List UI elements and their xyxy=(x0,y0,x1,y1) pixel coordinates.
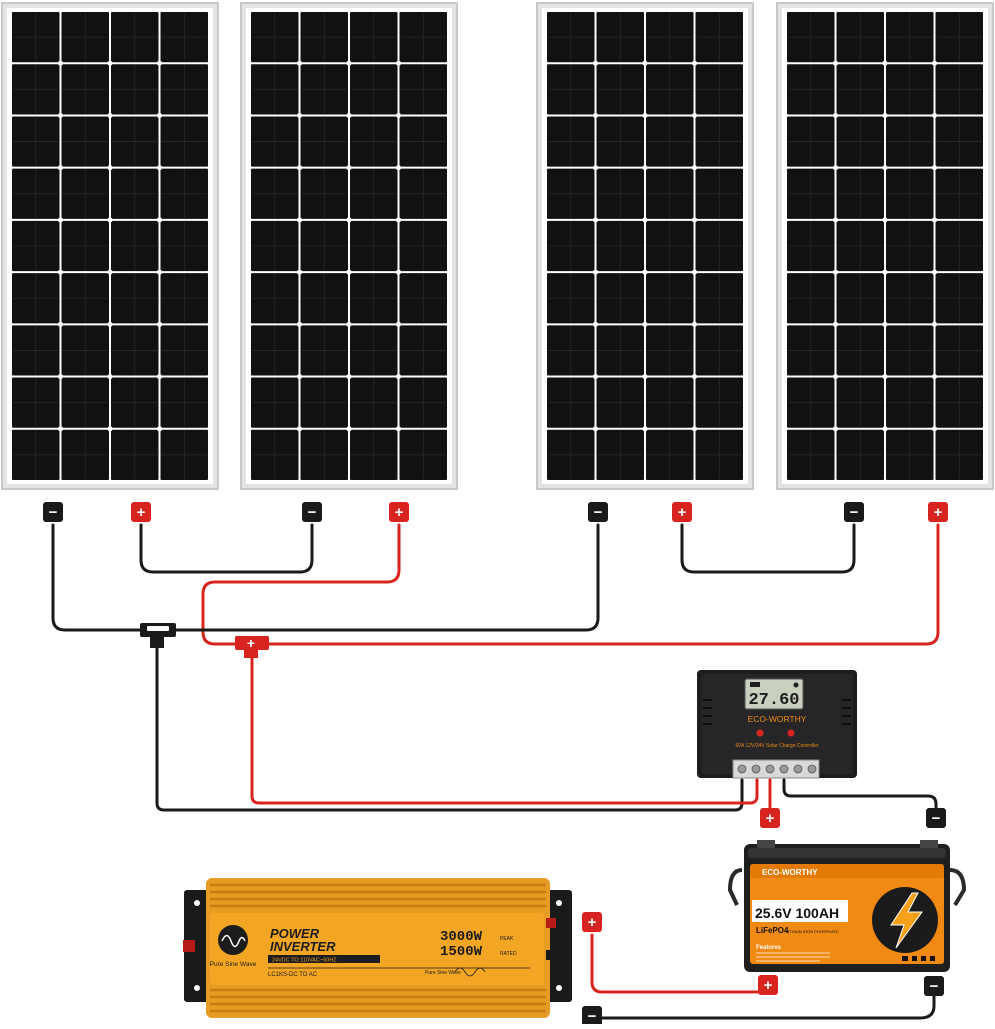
battery-chemistry-note: LITHIUM IRON PHOSPHATE xyxy=(786,929,839,934)
lcd-icons xyxy=(750,682,799,688)
wires-layer xyxy=(51,523,940,1020)
panel3-positive-connector: + xyxy=(672,502,692,522)
wire-neg-panel1 xyxy=(51,523,147,632)
minus-symbol: − xyxy=(594,504,603,521)
plus-symbol: + xyxy=(678,504,687,521)
solar-panel-1 xyxy=(1,2,219,490)
minus-symbol: − xyxy=(850,504,859,521)
minus-symbol: − xyxy=(308,504,317,521)
controller-subtitle: 60A 12V/24V Solar Charge Controller xyxy=(735,743,818,749)
sine-wave-logo-icon xyxy=(218,925,248,955)
panel1-positive-connector: + xyxy=(131,502,151,522)
controller-battery-negative-connector: − xyxy=(926,808,946,828)
battery-brand: ECO-WORTHY xyxy=(762,868,818,877)
battery-handle-left xyxy=(727,868,743,906)
red-t-junction: + xyxy=(235,635,269,658)
charge-controller: 27.60 ECO-WORTHY 60A 12V/24V Solar Charg… xyxy=(697,670,857,779)
battery-feature-lines xyxy=(756,952,830,962)
controller-button-right[interactable] xyxy=(787,729,795,737)
wire-series-1-2 xyxy=(139,523,314,574)
panel4-positive-connector: + xyxy=(928,502,948,522)
plus-symbol: + xyxy=(137,504,146,521)
minus-symbol: − xyxy=(49,504,58,521)
wire-series-3-4 xyxy=(680,523,856,574)
power-inverter: Pure Sine Wave POWER INVERTER 24VDC TO 1… xyxy=(183,878,572,1018)
inverter-positive-connector: + xyxy=(582,912,602,932)
panel4-negative-connector: − xyxy=(844,502,864,522)
minus-symbol: − xyxy=(588,1008,597,1024)
controller-brand: ECO-WORTHY xyxy=(748,714,807,724)
solar-panel-4 xyxy=(776,2,994,490)
battery-icon xyxy=(750,682,760,687)
minus-symbol: − xyxy=(930,978,939,995)
inverter-flange-left xyxy=(184,890,212,1002)
inverter-model: LC1KS-DC TO AC xyxy=(268,972,318,978)
inverter-rated: 1500W xyxy=(440,944,483,960)
wire-pos-panel2 xyxy=(201,523,401,646)
lifepo4-battery: ECO-WORTHY 25.6V 100AH LiFePO4 LITHIUM I… xyxy=(727,840,967,972)
panel2-positive-connector: + xyxy=(389,502,409,522)
plus-symbol: + xyxy=(934,504,943,521)
plus-symbol: + xyxy=(588,914,597,931)
wire-neg-panel3 xyxy=(173,523,600,632)
battery-handle-right xyxy=(949,868,967,907)
inverter-fins xyxy=(210,883,546,1013)
inverter-wave-label-small: Pure Sine Wave xyxy=(425,970,461,976)
solar-panel-3 xyxy=(536,2,754,490)
solar-panel-2 xyxy=(240,2,458,490)
wire-inverter-neg xyxy=(590,994,936,1020)
panel2-negative-connector: − xyxy=(302,502,322,522)
connectors-layer: − + − + − + − + + − + + − − xyxy=(43,502,948,1026)
minus-symbol: − xyxy=(932,810,941,827)
black-t-junction xyxy=(140,623,176,648)
wire-pos-to-controller xyxy=(250,653,759,805)
plus-symbol: + xyxy=(766,810,775,827)
terminal-screws xyxy=(737,764,817,774)
controller-battery-positive-connector: + xyxy=(760,808,780,828)
wire-inverter-pos xyxy=(590,933,770,994)
certification-marks xyxy=(902,956,935,961)
controller-side-fins xyxy=(703,699,851,725)
inverter-spec: 24VDC TO 110VAC~60HZ xyxy=(272,958,337,964)
wire-pos-panel4 xyxy=(260,523,940,646)
inverter-title-line1: POWER xyxy=(270,926,320,941)
controller-button-left[interactable] xyxy=(756,729,764,737)
panel1-negative-connector: − xyxy=(43,502,63,522)
plus-symbol: + xyxy=(764,977,773,994)
sun-icon xyxy=(793,682,799,688)
battery-negative-connector: − xyxy=(924,976,944,996)
battery-rating: 25.6V 100AH xyxy=(755,905,839,921)
wire-controller-neg-battery xyxy=(782,778,938,814)
battery-chemistry: LiFePO4 xyxy=(756,926,789,935)
junction-plus-label: + xyxy=(247,635,255,651)
plus-symbol: + xyxy=(395,504,404,521)
controller-lcd-reading: 27.60 xyxy=(748,691,799,710)
panel3-negative-connector: − xyxy=(588,502,608,522)
controller-terminal-block xyxy=(732,759,820,779)
inverter-peak-label: PEAK xyxy=(500,936,514,942)
battery-features-title: Features xyxy=(756,945,782,951)
panels-layer xyxy=(1,2,994,490)
inverter-negative-connector: − xyxy=(582,1006,602,1026)
inverter-title-line2: INVERTER xyxy=(270,939,336,954)
inverter-power-switch[interactable] xyxy=(183,940,195,952)
battery-positive-connector: + xyxy=(758,975,778,995)
inverter-rated-label: RATED xyxy=(500,951,517,957)
wire-neg-to-controller xyxy=(155,644,744,812)
inverter-wave-label: Pure Sine Wave xyxy=(210,961,257,968)
inverter-peak: 3000W xyxy=(440,929,483,945)
